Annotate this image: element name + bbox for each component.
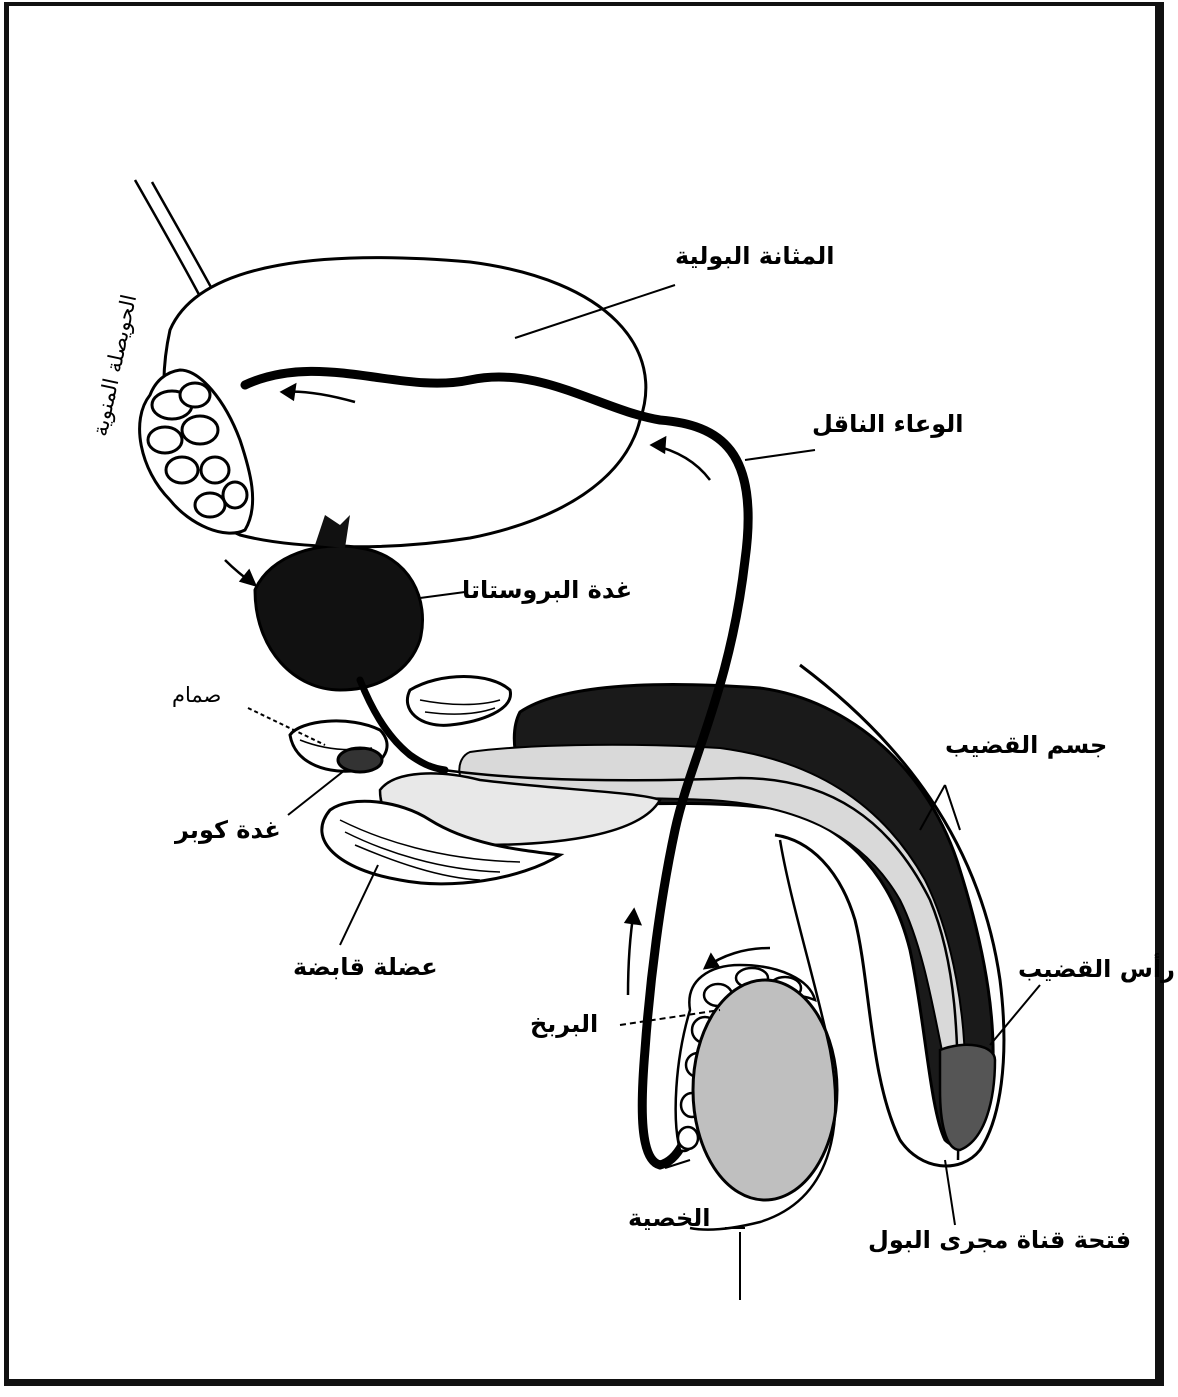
- label-cowper-gland: غدة كوبر: [175, 818, 281, 842]
- label-epididymis: البربخ: [530, 1012, 598, 1036]
- label-prostate: غدة البروستاتا: [462, 578, 632, 602]
- label-valve: صمام: [172, 685, 221, 706]
- prostate-shape: [255, 546, 423, 690]
- label-bladder: المثانة البولية: [675, 244, 835, 268]
- label-vas-deferens: الوعاء الناقل: [812, 412, 964, 436]
- label-penis-body: جسم القضيب: [945, 733, 1107, 757]
- label-sphincter-muscle: عضلة قابضة: [293, 955, 438, 979]
- label-glans: رأس القضيب: [1018, 957, 1175, 981]
- testis-shape: [693, 980, 837, 1200]
- glans-shape: [940, 1045, 995, 1150]
- label-testis: الخصية: [628, 1206, 711, 1230]
- label-urethral-opening: فتحة قناة مجرى البول: [868, 1228, 1131, 1252]
